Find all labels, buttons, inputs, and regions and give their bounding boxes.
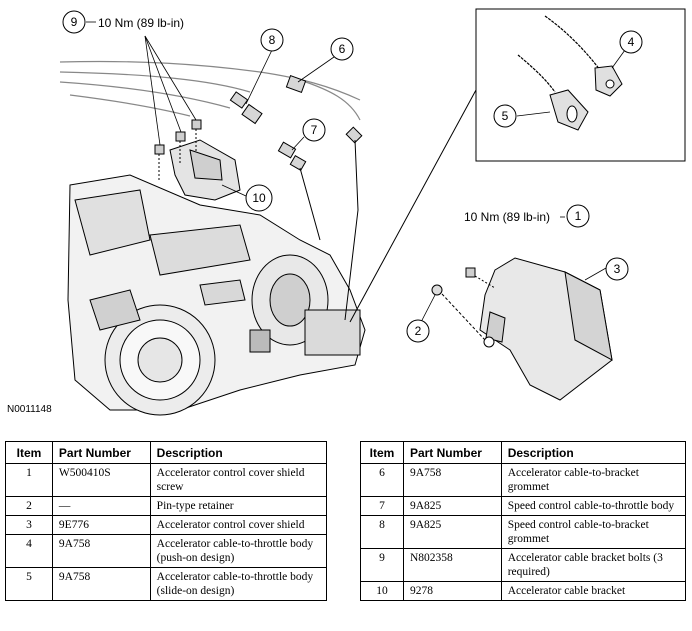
callout-bubble-6: 6 — [330, 37, 354, 61]
header-item: Item — [360, 441, 404, 464]
table-row: 2 — Pin-type retainer — [5, 496, 328, 516]
table-row: 7 9A825 Speed control cable-to-throttle … — [360, 496, 687, 516]
svg-text:2: 2 — [415, 324, 422, 338]
svg-text:4: 4 — [628, 35, 635, 49]
part-number-cell: W500410S — [51, 463, 151, 497]
svg-text:6: 6 — [339, 42, 346, 56]
item-cell: 6 — [360, 463, 404, 497]
part-number-cell: 9A758 — [51, 567, 151, 601]
parts-table-right: Item Part Number Description 6 9A758 Acc… — [360, 441, 687, 601]
header-description: Description — [149, 441, 328, 464]
item-cell: 2 — [5, 496, 53, 516]
description-cell: Accelerator cable-to-bracket grommet — [500, 463, 687, 497]
part-number-cell: 9A758 — [402, 463, 502, 497]
description-cell: Accelerator control cover shield screw — [149, 463, 328, 497]
callout-bubble-7: 7 — [302, 118, 326, 142]
table-row: 4 9A758 Accelerator cable-to-throttle bo… — [5, 534, 328, 568]
item-cell: 1 — [5, 463, 53, 497]
parts-table-left: Item Part Number Description 1 W500410S … — [5, 441, 328, 601]
callout-bubble-3: 3 — [605, 257, 629, 281]
item-cell: 8 — [360, 515, 404, 549]
callout-bubble-4: 4 — [619, 30, 643, 54]
item-cell: 3 — [5, 515, 53, 535]
figure-id: N0011148 — [7, 404, 52, 415]
bracket-bolts — [154, 119, 202, 180]
header-item: Item — [5, 441, 53, 464]
engine-assembly — [67, 174, 366, 416]
table-header-row: Item Part Number Description — [360, 441, 687, 464]
header-part-number: Part Number — [51, 441, 151, 464]
inset-leader-line — [349, 89, 477, 323]
item-cell: 9 — [360, 548, 404, 582]
part-number-cell: 9A825 — [402, 496, 502, 516]
accelerator-cover-shield — [431, 257, 613, 401]
svg-text:10: 10 — [252, 191, 266, 205]
svg-text:9: 9 — [71, 15, 78, 29]
svg-text:8: 8 — [269, 33, 276, 47]
svg-text:7: 7 — [311, 123, 318, 137]
item-cell: 10 — [360, 581, 404, 601]
description-cell: Accelerator cable-to-throttle body (push… — [149, 534, 328, 568]
description-cell: Pin-type retainer — [149, 496, 328, 516]
callout-bubble-10: 10 — [245, 184, 273, 212]
table-header-row: Item Part Number Description — [5, 441, 328, 464]
table-row: 3 9E776 Accelerator control cover shield — [5, 515, 328, 535]
inset-detail — [475, 8, 686, 162]
description-cell: Speed control cable-to-bracket grommet — [500, 515, 687, 549]
table-row: 5 9A758 Accelerator cable-to-throttle bo… — [5, 567, 328, 601]
part-number-cell: 9A825 — [402, 515, 502, 549]
callout-bubble-5: 5 — [493, 104, 517, 128]
callout-bubble-9: 9 — [62, 10, 86, 34]
part-number-cell: N802358 — [402, 548, 502, 582]
svg-text:3: 3 — [614, 262, 621, 276]
table-row: 8 9A825 Speed control cable-to-bracket g… — [360, 515, 687, 549]
leader-lines — [86, 21, 626, 327]
table-row: 10 9278 Accelerator cable bracket — [360, 581, 687, 601]
table-row: 1 W500410S Accelerator control cover shi… — [5, 463, 328, 497]
part-number-cell: 9E776 — [51, 515, 151, 535]
callout-bubble-2: 2 — [406, 319, 430, 343]
description-cell: Accelerator cable bracket — [500, 581, 687, 601]
item-cell: 7 — [360, 496, 404, 516]
svg-text:5: 5 — [502, 109, 509, 123]
part-number-cell: 9A758 — [51, 534, 151, 568]
table-row: 9 N802358 Accelerator cable bracket bolt… — [360, 548, 687, 582]
callout-bubble-8: 8 — [260, 28, 284, 52]
description-cell: Speed control cable-to-throttle body — [500, 496, 687, 516]
description-cell: Accelerator cable-to-throttle body (slid… — [149, 567, 328, 601]
svg-text:1: 1 — [575, 209, 582, 223]
cables — [59, 60, 361, 121]
item-cell: 5 — [5, 567, 53, 601]
header-description: Description — [500, 441, 687, 464]
torque-callout-right: 10 Nm (89 lb-in) — [464, 210, 550, 224]
part-number-cell: — — [51, 496, 151, 516]
exploded-view-diagram: 10 Nm (89 lb-in) 10 Nm (89 lb-in) 9 8 6 … — [7, 8, 686, 416]
table-row: 6 9A758 Accelerator cable-to-bracket gro… — [360, 463, 687, 497]
callout-bubble-1: 1 — [566, 204, 590, 228]
item-cell: 4 — [5, 534, 53, 568]
description-cell: Accelerator control cover shield — [149, 515, 328, 535]
header-part-number: Part Number — [402, 441, 502, 464]
description-cell: Accelerator cable bracket bolts (3 requi… — [500, 548, 687, 582]
part-number-cell: 9278 — [402, 581, 502, 601]
torque-callout-top: 10 Nm (89 lb-in) — [98, 16, 184, 30]
